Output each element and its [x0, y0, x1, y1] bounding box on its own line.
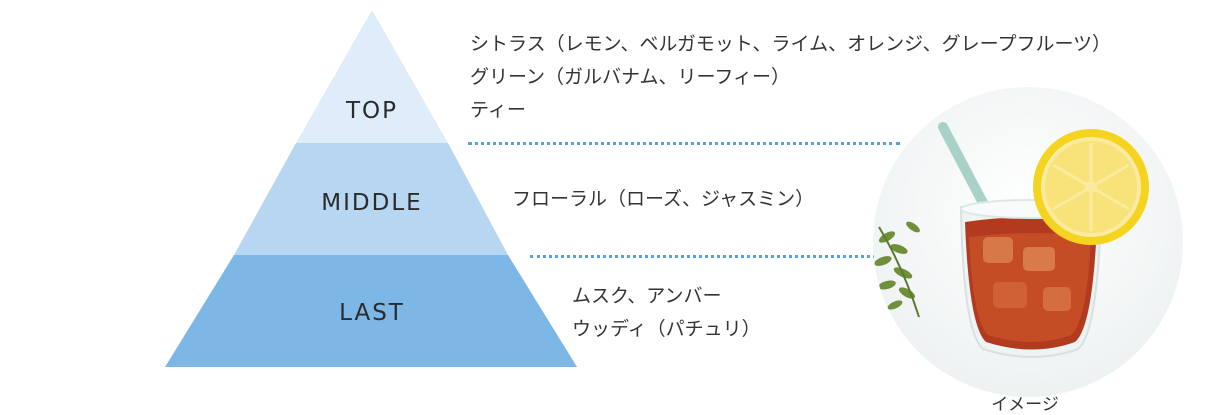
iced-tea-image: [873, 87, 1183, 397]
top-note-citrus: シトラス（レモン、ベルガモット、ライム、オレンジ、グレープフルーツ）: [470, 33, 1112, 55]
middle-note-floral: フローラル（ローズ、ジャスミン）: [512, 188, 815, 210]
pyramid-top-tier: [296, 10, 448, 143]
iced-tea-illustration: [874, 122, 1149, 358]
pyramid-middle-tier: [234, 143, 508, 255]
pyramid-last-tier: [165, 255, 577, 367]
middle-notes: フローラル（ローズ、ジャスミン）: [512, 183, 814, 216]
last-notes: ムスク、アンバー ウッディ（パチュリ）: [572, 280, 761, 346]
top-note-tea: ティー: [470, 99, 526, 121]
image-caption: イメージ: [991, 395, 1059, 415]
fragrance-pyramid: [165, 10, 577, 367]
last-label: LAST: [339, 300, 405, 326]
lemon-slice-icon: [1033, 129, 1149, 245]
top-notes: シトラス（レモン、ベルガモット、ライム、オレンジ、グレープフルーツ） グリーン（…: [470, 28, 1111, 127]
top-note-green: グリーン（ガルバナム、リーフィー）: [470, 66, 790, 88]
last-note-musk: ムスク、アンバー: [572, 285, 722, 307]
middle-label: MIDDLE: [321, 190, 423, 216]
herb-sprig-icon: [874, 221, 920, 318]
glass-icon: [959, 199, 1103, 358]
top-divider: [468, 142, 900, 145]
last-note-woody: ウッディ（パチュリ）: [572, 318, 761, 340]
top-label: TOP: [345, 98, 399, 124]
middle-divider: [530, 255, 882, 258]
